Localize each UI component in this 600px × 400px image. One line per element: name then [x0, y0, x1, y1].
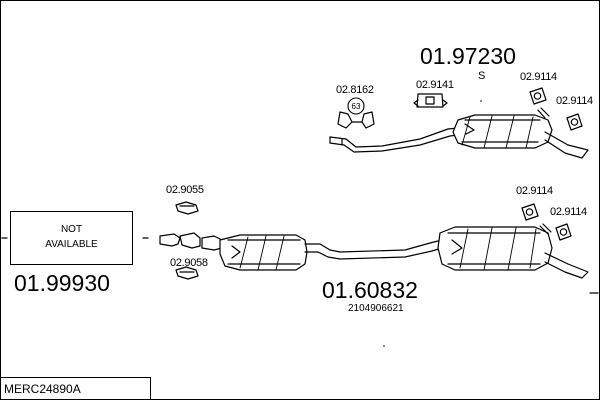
part-label-02-9114-upper-b: 02.9114: [556, 95, 593, 107]
part-label-02-9114-lower-b: 02.9114: [550, 206, 587, 218]
reference-code: MERC24890A: [4, 382, 81, 396]
rear-silencer-assembly: [329, 107, 589, 159]
gasket-02-9058: [175, 266, 199, 280]
hanger-02-9114-lower-b: [555, 223, 572, 241]
gasket-02-9055: [175, 201, 199, 215]
hanger-02-9114-lower-a: [521, 203, 539, 221]
middle-silencer-oem-number: 2104906621: [348, 303, 404, 314]
part-label-02-9114-upper-a: 02.9114: [520, 71, 557, 83]
not-available-line1: NOT: [60, 224, 83, 235]
rear-silencer-part-number: 01.97230: [420, 43, 516, 69]
part-label-02-9058: 02.9058: [170, 257, 208, 269]
front-section-part-number: 01.99930: [14, 270, 110, 296]
clamp-badge-circle: [347, 97, 365, 115]
part-label-02-8162: 02.8162: [336, 84, 374, 96]
not-available-line2: AVAILABLE: [45, 239, 98, 250]
clamp-02-8162: [337, 111, 375, 129]
rear-silencer-variant: S: [478, 70, 486, 82]
part-label-02-9114-lower-a: 02.9114: [516, 185, 553, 197]
part-label-02-9055: 02.9055: [166, 184, 204, 196]
clamp-badge-text: 63: [352, 102, 361, 111]
hanger-02-9114-upper-b: [566, 113, 583, 131]
part-label-02-9141: 02.9141: [416, 79, 454, 91]
reference-code-box: MERC24890A: [0, 377, 151, 399]
hanger-02-9114-upper-a: [529, 87, 547, 105]
not-available-box: NOT AVAILABLE: [10, 211, 133, 265]
middle-silencer-assembly: [159, 223, 589, 279]
mount-02-9141: [413, 93, 448, 108]
middle-silencer-part-number: 01.60832: [322, 277, 418, 303]
